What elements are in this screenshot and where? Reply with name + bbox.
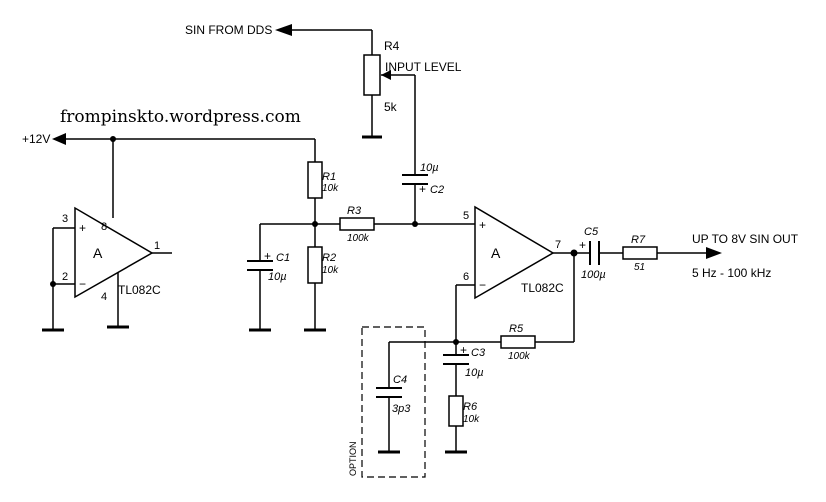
junction-dot: [453, 339, 459, 345]
opamp-1-pin-vcc: 8: [101, 221, 107, 233]
opamp-2-triangle: [474, 205, 555, 300]
output-arrow: [706, 247, 722, 259]
capacitor-c5: [589, 241, 600, 265]
option-dashed-box: [361, 326, 426, 478]
option-label: OPTION: [348, 441, 358, 476]
resistor-r4: [363, 54, 381, 96]
opamp-2-pin-out: 7: [555, 239, 561, 251]
opamp-1-pin-out: 1: [154, 240, 160, 252]
resistor-r1: [307, 161, 323, 199]
r1-ref: R1: [322, 171, 336, 183]
r2-value: 10k: [322, 265, 339, 276]
ground-symbols: [42, 135, 467, 454]
r7-ref: R7: [631, 234, 646, 246]
opamp-2-pin-plus: 5: [463, 210, 469, 222]
freq-range-label: 5 Hz - 100 kHz: [692, 266, 771, 280]
junction-dot: [312, 221, 318, 227]
c3-ref: C3: [471, 347, 486, 359]
r7-value: 51: [634, 262, 645, 273]
junction-dot: [110, 136, 116, 142]
opamp-1-part: TL082C: [118, 283, 161, 297]
r4-value: 5k: [384, 100, 398, 114]
resistor-r6: [448, 395, 464, 427]
r1-value: 10k: [322, 183, 339, 194]
junction-dot: [412, 221, 418, 227]
c4-value: 3p3: [392, 403, 411, 415]
r3-ref: R3: [347, 205, 362, 217]
r4-wiper-arrow: [381, 70, 391, 80]
opamp-2-sign-plus: +: [479, 218, 486, 232]
opamp-1-sign-minus: −: [79, 277, 86, 291]
resistor-r7: [622, 246, 658, 260]
watermark-url: frompinskto.wordpress.com: [60, 107, 301, 127]
resistor-r2: [307, 246, 323, 284]
c5-ref: C5: [584, 226, 599, 238]
c2-ref: C2: [430, 184, 444, 196]
r5-value: 100k: [508, 351, 531, 362]
c1-ref: C1: [276, 252, 290, 264]
opamp-2-pin-minus: 6: [463, 271, 469, 283]
supply-label: +12V: [22, 132, 50, 146]
resistor-r5: [500, 335, 536, 349]
supply-arrow: [52, 133, 66, 145]
c3-sign: +: [460, 343, 467, 357]
opamp-1-pin-gnd: 4: [101, 291, 107, 303]
capacitor-c3: [443, 354, 469, 365]
c2-value: 10µ: [420, 162, 439, 174]
sin-from-dds-label: SIN FROM DDS: [185, 23, 272, 37]
resistor-r3: [339, 217, 375, 231]
c5-sign: +: [579, 238, 586, 252]
capacitor-c4: [376, 387, 402, 398]
input-level-label: INPUT LEVEL: [385, 60, 462, 74]
r6-value: 10k: [463, 414, 480, 425]
opamp-2-sign-minus: −: [479, 278, 486, 292]
opamp-1-pin-plus: 3: [62, 213, 68, 225]
c3-value: 10µ: [465, 367, 484, 379]
r5-ref: R5: [509, 323, 524, 335]
c1-sign: +: [264, 249, 271, 263]
r3-value: 100k: [347, 233, 370, 244]
junction-dot: [570, 249, 578, 257]
c1-value: 10µ: [268, 271, 287, 283]
opamp-2-name: A: [491, 245, 501, 261]
capacitor-c2: [402, 174, 428, 185]
opamp-1-sign-plus: +: [79, 221, 86, 235]
opamp-1-name: A: [93, 245, 103, 261]
capacitor-c1: [247, 260, 273, 271]
c2-sign: +: [419, 182, 426, 196]
output-label: UP TO 8V SIN OUT: [692, 232, 799, 246]
junction-dot: [50, 281, 56, 287]
c4-ref: C4: [393, 374, 407, 386]
r4-ref: R4: [384, 39, 400, 53]
r2-ref: R2: [322, 252, 336, 264]
sin-from-dds-arrow: [275, 24, 292, 36]
opamp-2-part: TL082C: [521, 281, 564, 295]
opamp-1-pin-minus: 2: [62, 271, 68, 283]
r6-ref: R6: [463, 401, 478, 413]
opamp-1-triangle: [74, 206, 154, 299]
c5-value: 100µ: [581, 269, 606, 281]
